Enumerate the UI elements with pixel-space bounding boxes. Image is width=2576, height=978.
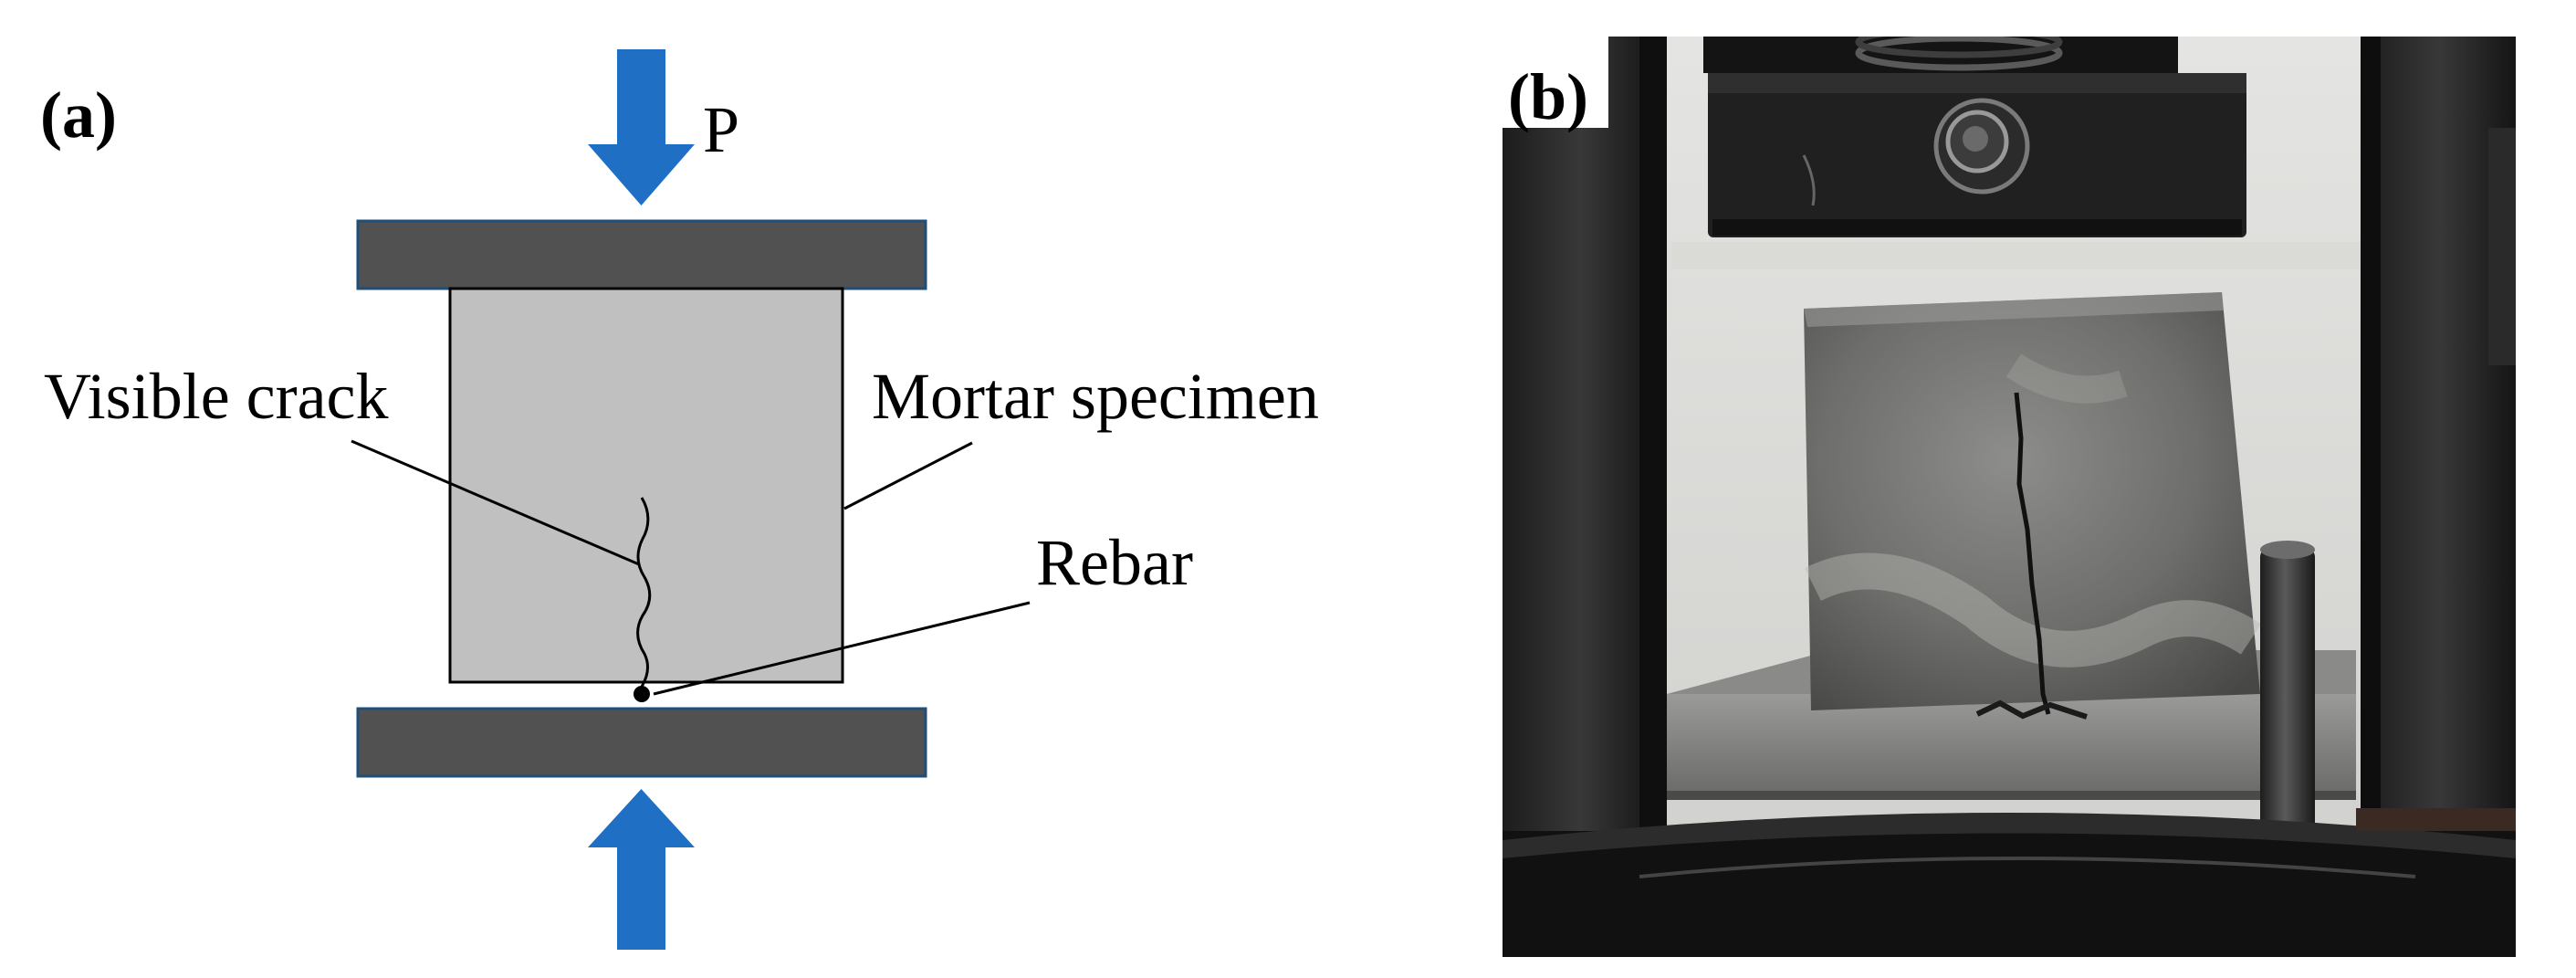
panel-a-schematic: (a) P Visible crack Mortar specimen Reba… bbox=[40, 49, 1319, 950]
load-label: P bbox=[703, 93, 739, 166]
crack-line bbox=[2014, 392, 2051, 715]
bottom-platen bbox=[356, 707, 927, 778]
panel-a-label: (a) bbox=[40, 79, 117, 152]
rebar bbox=[634, 686, 650, 702]
panel-b-label: (b) bbox=[1508, 60, 1588, 133]
spring-icon bbox=[1855, 37, 2063, 71]
rebar-label: Rebar bbox=[1036, 526, 1193, 599]
panel-b-photo: (b) bbox=[1503, 37, 2516, 957]
top-platen bbox=[356, 219, 927, 290]
crack-label: Visible crack bbox=[44, 360, 389, 433]
bottom-load-arrow bbox=[588, 789, 695, 950]
cracked-mortar-cube bbox=[1804, 292, 2262, 720]
specimen-label: Mortar specimen bbox=[872, 360, 1319, 433]
panel-b-label-background bbox=[1503, 37, 1608, 128]
visible-crack bbox=[636, 497, 652, 688]
top-load-arrow bbox=[588, 49, 695, 205]
rebar-leader-line bbox=[653, 601, 1031, 696]
left-frame-column bbox=[1503, 37, 1658, 957]
machine-base bbox=[1503, 831, 2516, 957]
bolt-icon bbox=[1933, 98, 2030, 195]
guide-pin bbox=[2260, 541, 2315, 899]
crack-leader-line bbox=[351, 439, 640, 566]
mortar-specimen bbox=[448, 287, 844, 684]
test-photo bbox=[1503, 37, 2516, 957]
specimen-leader-line bbox=[843, 441, 973, 510]
